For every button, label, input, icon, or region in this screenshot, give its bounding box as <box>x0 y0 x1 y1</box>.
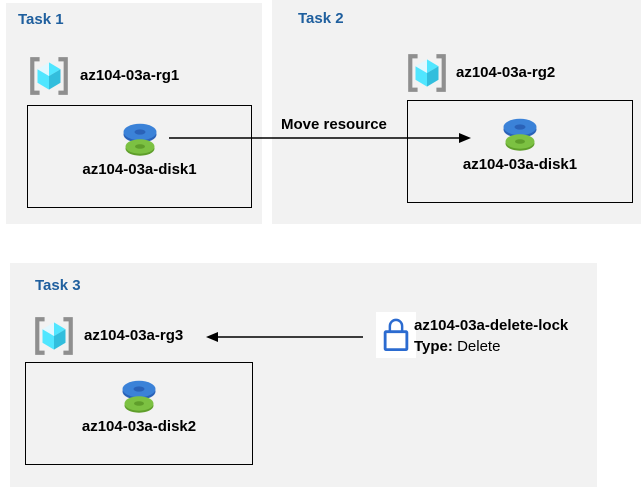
resource-group-icon <box>404 50 450 96</box>
task3-resource-box: az104-03a-disk2 <box>25 362 253 465</box>
resource-group-icon <box>31 313 77 359</box>
resource-group-icon <box>26 53 72 99</box>
task1-panel: Task 1 az104-03a-rg1 <box>6 3 262 224</box>
task3-title: Task 3 <box>35 277 81 294</box>
task3-panel: Task 3 az104-03a-rg3 <box>10 263 597 487</box>
lock-type-label: Type: <box>414 338 453 355</box>
delete-lock-icon <box>376 312 416 358</box>
lock-type-value: Delete <box>457 338 501 355</box>
resource-group-label: az104-03a-rg1 <box>80 67 180 84</box>
resource-group-label: az104-03a-rg2 <box>456 64 556 81</box>
task2-resource-box: az104-03a-disk1 <box>407 100 633 203</box>
move-resource-label: Move resource <box>281 116 387 133</box>
resource-group-label: az104-03a-rg3 <box>84 327 184 344</box>
delete-lock-type-line: Type: Delete <box>414 336 568 357</box>
task1-resource-box: az104-03a-disk1 <box>27 105 252 208</box>
disk-label: az104-03a-disk2 <box>81 418 197 435</box>
disk-icon <box>120 119 160 157</box>
disk-icon <box>500 114 540 152</box>
disk-label: az104-03a-disk1 <box>82 161 197 178</box>
disk-label: az104-03a-disk1 <box>462 156 578 173</box>
delete-lock-text: az104-03a-delete-lock Type: Delete <box>414 315 568 357</box>
task2-title: Task 2 <box>298 10 344 27</box>
task1-title: Task 1 <box>18 11 64 28</box>
task2-panel: Task 2 az104-03a-rg2 <box>272 0 641 224</box>
disk-icon <box>119 376 159 414</box>
delete-lock-name: az104-03a-delete-lock <box>414 317 569 334</box>
